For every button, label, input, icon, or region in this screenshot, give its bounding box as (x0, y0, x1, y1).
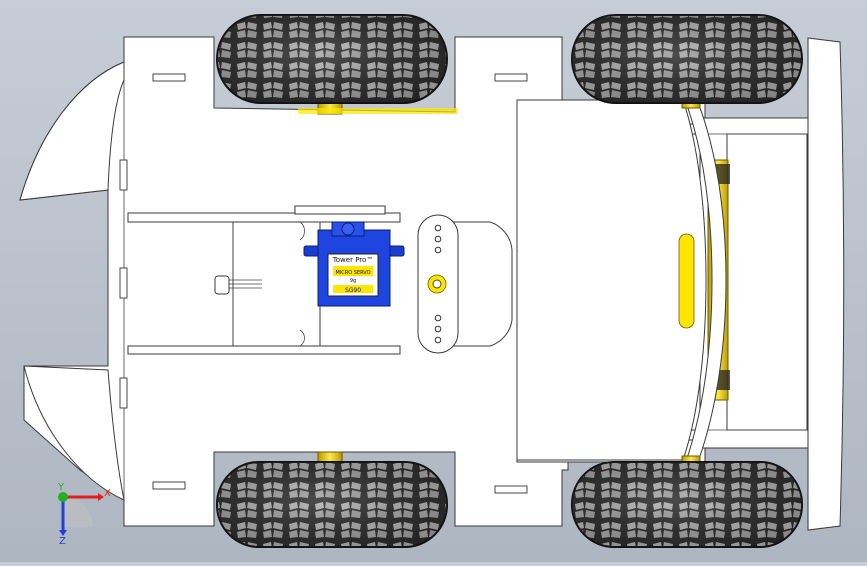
wheel-rear-left[interactable] (216, 461, 448, 548)
wheel-front-left[interactable] (216, 14, 448, 104)
servo-model: SG90 (345, 287, 361, 294)
wheel-front-right[interactable] (571, 14, 803, 104)
servo-motor[interactable]: Tower Pro™ MICRO SERVO 9g SG90 (303, 221, 405, 307)
caster-plate[interactable] (516, 94, 727, 471)
axis-z-label: Z (59, 536, 66, 547)
servo-brand: Tower Pro™ (332, 256, 374, 264)
horn-holes (434, 224, 442, 344)
caster-slot (678, 233, 695, 329)
rear-bumper (807, 37, 845, 531)
axis-triad-icon[interactable]: X Y Z (57, 482, 111, 547)
wheel-rear-right[interactable] (571, 461, 803, 548)
axis-x-label: X (104, 488, 111, 499)
front-bumper (19, 61, 125, 501)
servo-line2: 9g (350, 278, 356, 284)
motor-shaft (214, 275, 262, 295)
servo-line1: MICRO SERVO (335, 270, 370, 276)
axis-y-label: Y (57, 482, 65, 493)
servo-horn[interactable] (417, 214, 513, 354)
